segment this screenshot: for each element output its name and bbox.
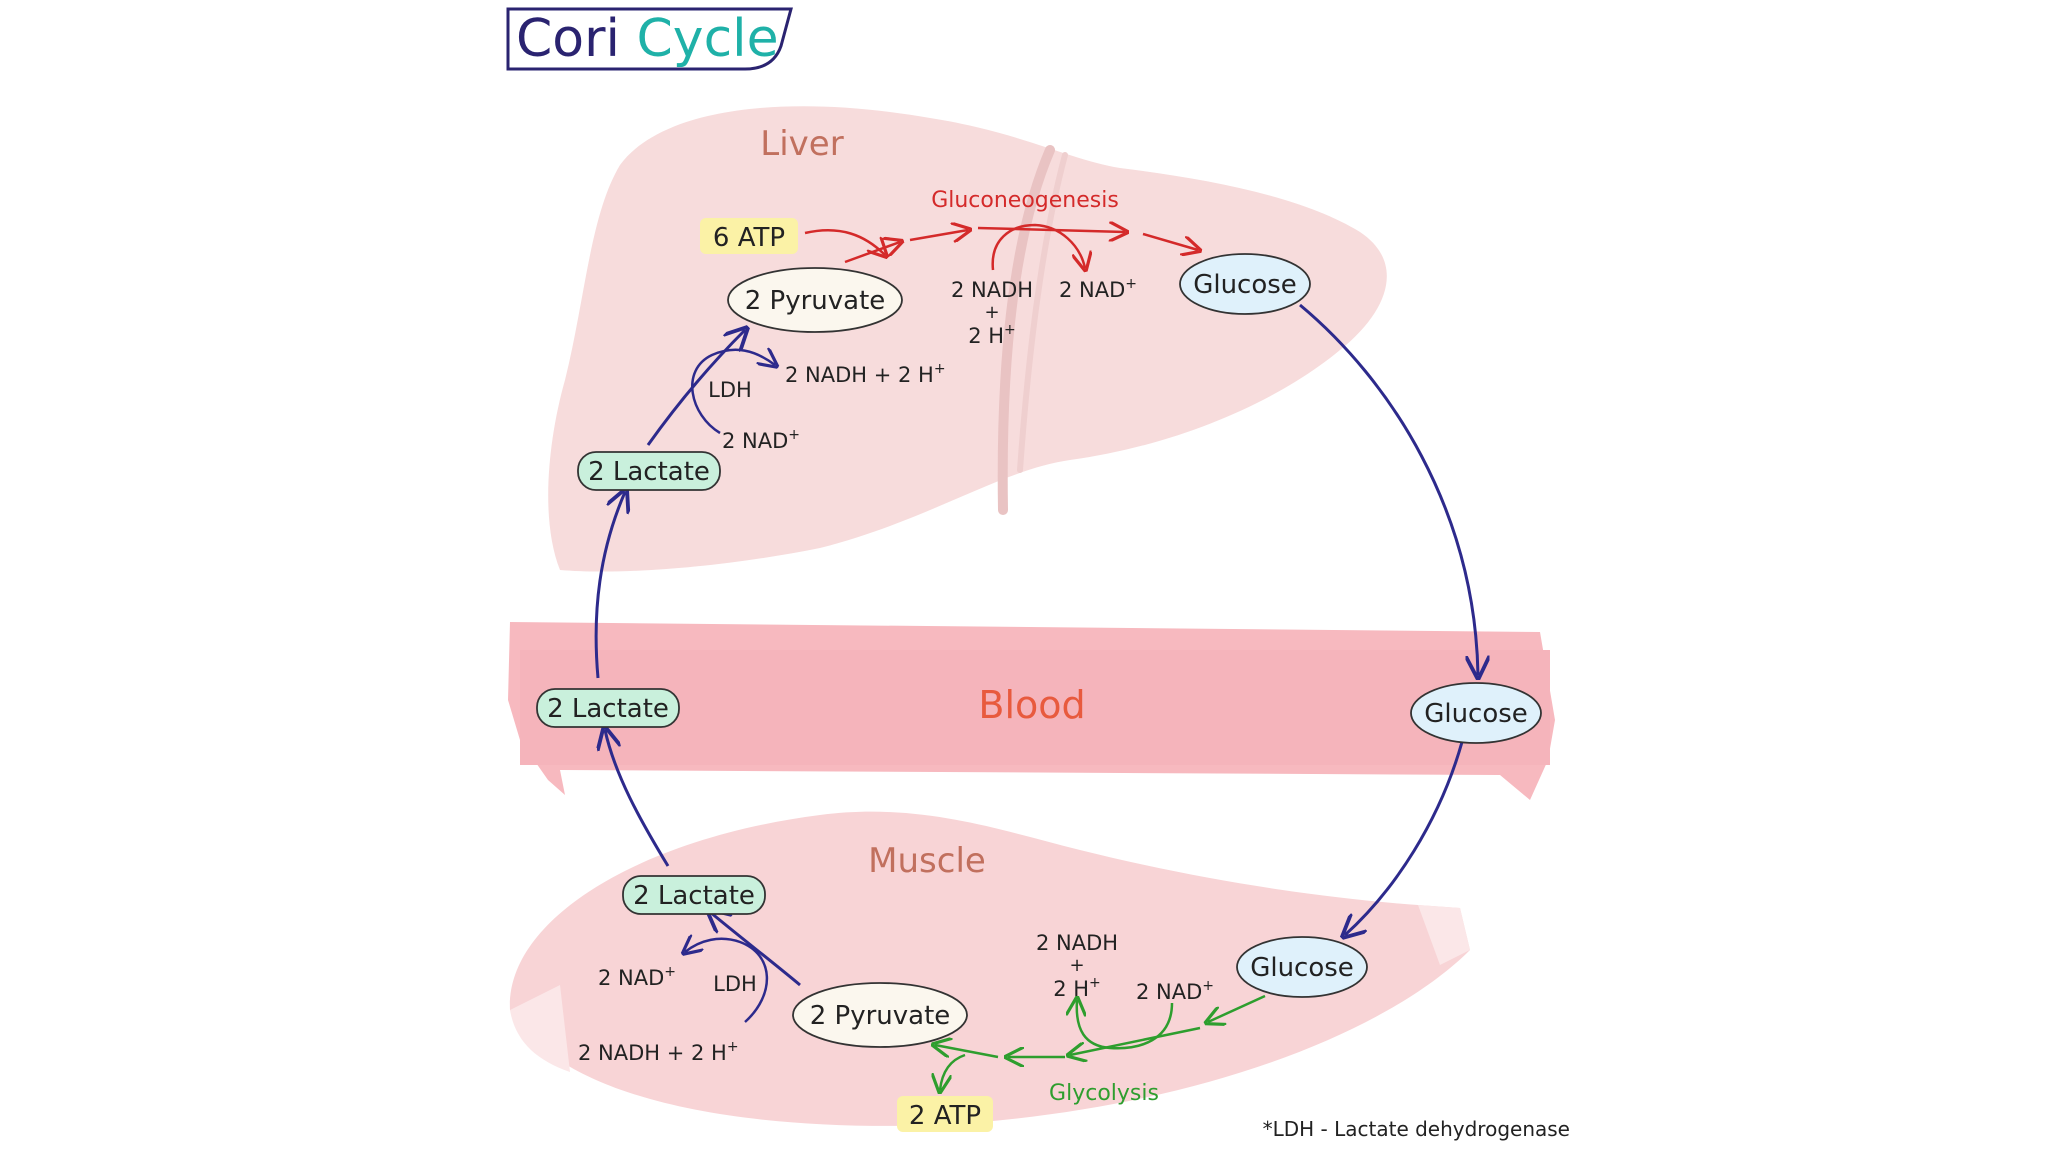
liver-nadh-in-plus: + (984, 302, 999, 323)
liver-nadh-in-line2: 2 H+ (968, 322, 1016, 348)
blood-glucose-node (1410, 682, 1542, 744)
muscle-glucose-node (1236, 936, 1368, 998)
region-label-liver: Liver (760, 124, 843, 164)
title-word-cycle: Cycle (636, 9, 779, 69)
muscle-nadh-line1: 2 NADH (1036, 931, 1118, 955)
muscle-pyruvate-node (792, 982, 968, 1048)
liver-nadh-loop-arrow (991, 223, 1085, 270)
glycolysis-atp-arrow (940, 1053, 966, 1090)
muscle-ldh-arrow (685, 939, 769, 1023)
region-label-muscle: Muscle (868, 841, 986, 881)
liver-ldh-product: 2 NADH + 2 H+ (785, 361, 946, 387)
arrow-liver-lactate-to-pyruvate (646, 330, 745, 446)
footnote: *LDH - Lactate dehydrogenase (1263, 1117, 1570, 1141)
liver-ldh-arrow (691, 350, 775, 435)
muscle-nadh-plus: + (1069, 955, 1084, 976)
blood-lactate-label: 2 Lactate (547, 694, 669, 724)
glycolysis-step-1 (1208, 994, 1266, 1022)
liver-ldh-label: LDH (708, 378, 752, 402)
muscle-lactate-node (622, 875, 766, 915)
liver-glucose-node (1179, 253, 1311, 315)
liver-nadh-in-line1: 2 NADH (951, 278, 1033, 302)
gluconeogenesis-step-1 (844, 242, 900, 264)
liver-lactate-label: 2 Lactate (588, 457, 710, 487)
liver-atp-label: 6 ATP (713, 223, 785, 253)
glycolysis-step-4 (935, 1045, 999, 1059)
muscle-glucose-label: Glucose (1250, 953, 1354, 983)
gluconeogenesis-step-2 (909, 230, 968, 240)
title-word-cori: Cori (516, 9, 620, 69)
muscle-ldh-substrate: 2 NADH + 2 H+ (578, 1039, 739, 1065)
liver-atp-badge (700, 218, 798, 254)
liver-pyruvate-node (727, 267, 903, 333)
liver-ldh-substrate: 2 NAD+ (722, 427, 800, 453)
gluconeogenesis-label: Gluconeogenesis (931, 188, 1119, 213)
glycolysis-nad-loop-arrow (1077, 1000, 1174, 1050)
muscle-pyruvate-label: 2 Pyruvate (810, 1001, 951, 1031)
blood-glucose-label: Glucose (1424, 699, 1528, 729)
arrow-blood-glucose-to-muscle (1345, 741, 1464, 935)
diagram-title: Cori Cycle (516, 6, 779, 72)
liver-lactate-node (577, 451, 721, 491)
muscle-atp-label: 2 ATP (909, 1101, 981, 1131)
gluconeogenesis-step-4 (1142, 232, 1198, 250)
title-frame (505, 6, 795, 72)
liver-nad-out-label: 2 NAD+ (1059, 276, 1137, 302)
muscle-ldh-product: 2 NAD+ (598, 964, 676, 990)
muscle-nad-in-label: 2 NAD+ (1136, 978, 1214, 1004)
arrow-muscle-pyruvate-to-lactate (710, 912, 801, 987)
gluconeogenesis-step-3 (977, 228, 1125, 232)
blood-lactate-node (536, 688, 680, 728)
arrow-blood-lactate-to-liver (594, 492, 625, 679)
arrow-muscle-lactate-to-blood (605, 730, 670, 867)
glycolysis-label: Glycolysis (1049, 1081, 1159, 1106)
glycolysis-step-2 (1070, 1026, 1201, 1055)
muscle-ldh-label: LDH (713, 972, 757, 996)
liver-glucose-label: Glucose (1193, 270, 1297, 300)
muscle-lactate-label: 2 Lactate (633, 881, 755, 911)
liver-pyruvate-label: 2 Pyruvate (745, 286, 886, 316)
muscle-nadh-line2: 2 H+ (1053, 975, 1101, 1001)
liver-fissure (997, 145, 1055, 515)
muscle-atp-badge (897, 1096, 993, 1132)
region-label-blood: Blood (978, 683, 1085, 727)
arrow-liver-glucose-to-blood (1299, 303, 1478, 675)
